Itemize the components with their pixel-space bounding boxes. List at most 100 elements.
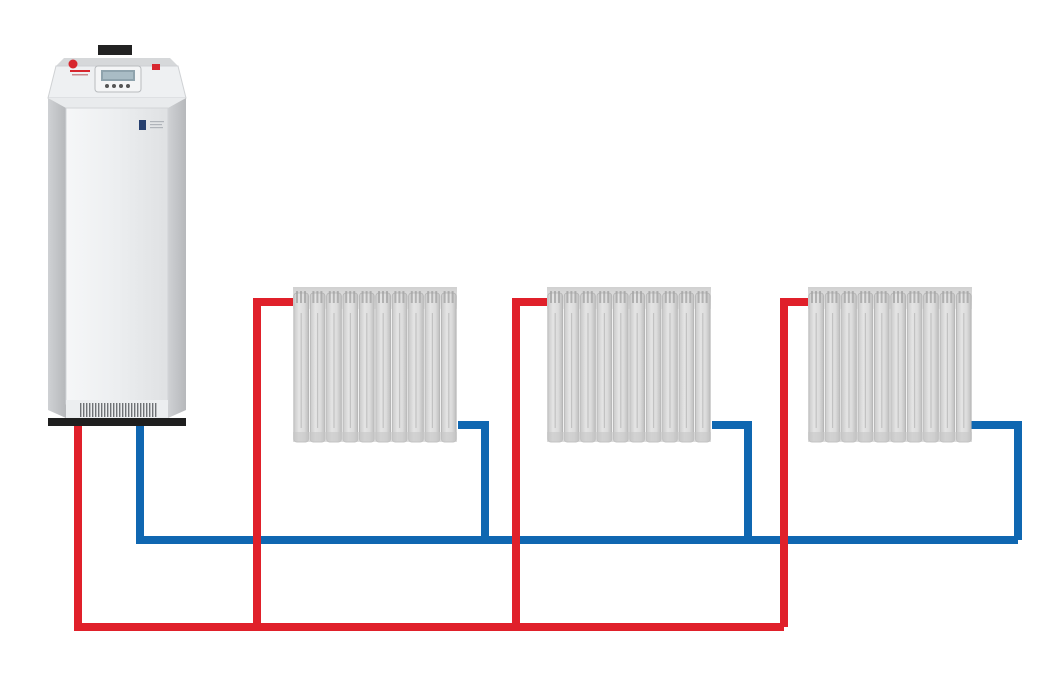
radiator-fin	[847, 291, 850, 303]
vent-slat	[104, 403, 106, 417]
boiler-side-left	[48, 98, 66, 418]
radiator-groove	[832, 313, 834, 428]
return-riser-3	[970, 421, 1022, 540]
radiator-fin	[819, 291, 821, 303]
supply-riser-1	[253, 298, 293, 627]
radiator-fin	[925, 291, 928, 303]
radiator-fin	[946, 291, 949, 303]
radiator-fin	[402, 291, 405, 303]
pipe-network	[74, 298, 1022, 631]
radiator-fin	[558, 291, 560, 303]
vent-slat	[95, 403, 97, 417]
vent-slat	[137, 403, 139, 417]
radiator-fin	[640, 291, 642, 303]
radiator-groove	[685, 313, 687, 428]
vent-slat	[86, 403, 88, 417]
radiator-groove	[571, 313, 573, 428]
radiator-fin	[942, 291, 945, 303]
radiator-groove	[897, 313, 899, 428]
radiator-groove	[415, 313, 417, 428]
radiator-fin	[864, 291, 867, 303]
radiator-fin	[447, 291, 450, 303]
radiator-fin	[811, 291, 813, 303]
radiator-bottom	[293, 432, 457, 442]
radiator-groove	[930, 313, 932, 428]
vent-slat	[119, 403, 121, 417]
radiator-groove	[587, 313, 589, 428]
radiator-fin	[443, 291, 446, 303]
radiator-fin	[668, 291, 671, 303]
radiator-fin	[431, 291, 434, 303]
radiator-fin	[827, 291, 830, 303]
radiator-bottom	[808, 432, 972, 442]
radiator-fin	[672, 291, 675, 303]
radiator-fin	[884, 291, 887, 303]
radiator-fin	[623, 291, 626, 303]
vent-grille-icon	[80, 403, 157, 417]
supply-riser-3	[780, 298, 808, 627]
radiator-fin	[636, 291, 638, 303]
vent-slat	[152, 403, 154, 417]
boiler-top-cap	[56, 58, 178, 66]
boiler-base	[48, 418, 186, 426]
radiator-groove	[815, 313, 817, 428]
vent-slat	[134, 403, 136, 417]
radiator-groove	[653, 313, 655, 428]
radiator-fin	[843, 291, 846, 303]
vent-slat	[155, 403, 157, 417]
vent-slat	[122, 403, 124, 417]
vent-slat	[107, 403, 109, 417]
radiator-fin	[361, 291, 364, 303]
radiator-fin	[615, 291, 618, 303]
return-pipes	[136, 421, 1022, 544]
supply-pipes	[74, 298, 808, 631]
radiator-fin	[607, 291, 610, 303]
gas-boiler	[47, 45, 187, 426]
radiator-groove	[399, 313, 401, 428]
radiator-groove	[669, 313, 671, 428]
radiator-fin	[909, 291, 912, 303]
boiler-front-panel	[65, 107, 169, 405]
radiator-fin	[336, 291, 339, 303]
vent-slat	[89, 403, 91, 417]
radiator-bottom	[547, 432, 711, 442]
radiator-fin	[835, 291, 838, 303]
radiator-fin	[386, 291, 388, 303]
radiator-fin	[599, 291, 602, 303]
radiator-fin	[652, 291, 655, 303]
radiator-fin	[451, 291, 454, 303]
radiator-groove	[881, 313, 883, 428]
radiator-groove	[636, 313, 638, 428]
radiator-2	[547, 287, 711, 443]
radiator-groove	[349, 313, 351, 428]
radiator-fin	[586, 291, 589, 303]
radiator-groove	[963, 313, 965, 428]
radiator-groove	[333, 313, 335, 428]
radiator-fin	[304, 291, 306, 303]
vent-slat	[143, 403, 145, 417]
vent-slat	[128, 403, 130, 417]
radiator-3	[808, 287, 972, 443]
radiator-groove	[382, 313, 384, 428]
radiator-fin	[681, 291, 684, 303]
radiator-fin	[300, 291, 302, 303]
info-plate-icon	[139, 120, 164, 130]
brand-badge-icon	[152, 64, 160, 70]
radiator-fin	[316, 291, 319, 303]
radiator-fin	[815, 291, 817, 303]
radiator-fin	[349, 291, 352, 303]
radiator-fin	[950, 291, 953, 303]
radiator-fin	[962, 291, 965, 303]
radiator-fin	[860, 291, 863, 303]
radiator-groove	[914, 313, 916, 428]
radiator-fin	[632, 291, 634, 303]
radiator-fin	[554, 291, 556, 303]
radiator-groove	[366, 313, 368, 428]
radiator-fin	[619, 291, 622, 303]
boiler-side-right	[168, 98, 186, 418]
radiator-fin	[369, 291, 372, 303]
radiator-fin	[705, 291, 708, 303]
vent-slat	[125, 403, 127, 417]
radiator-fin	[603, 291, 606, 303]
